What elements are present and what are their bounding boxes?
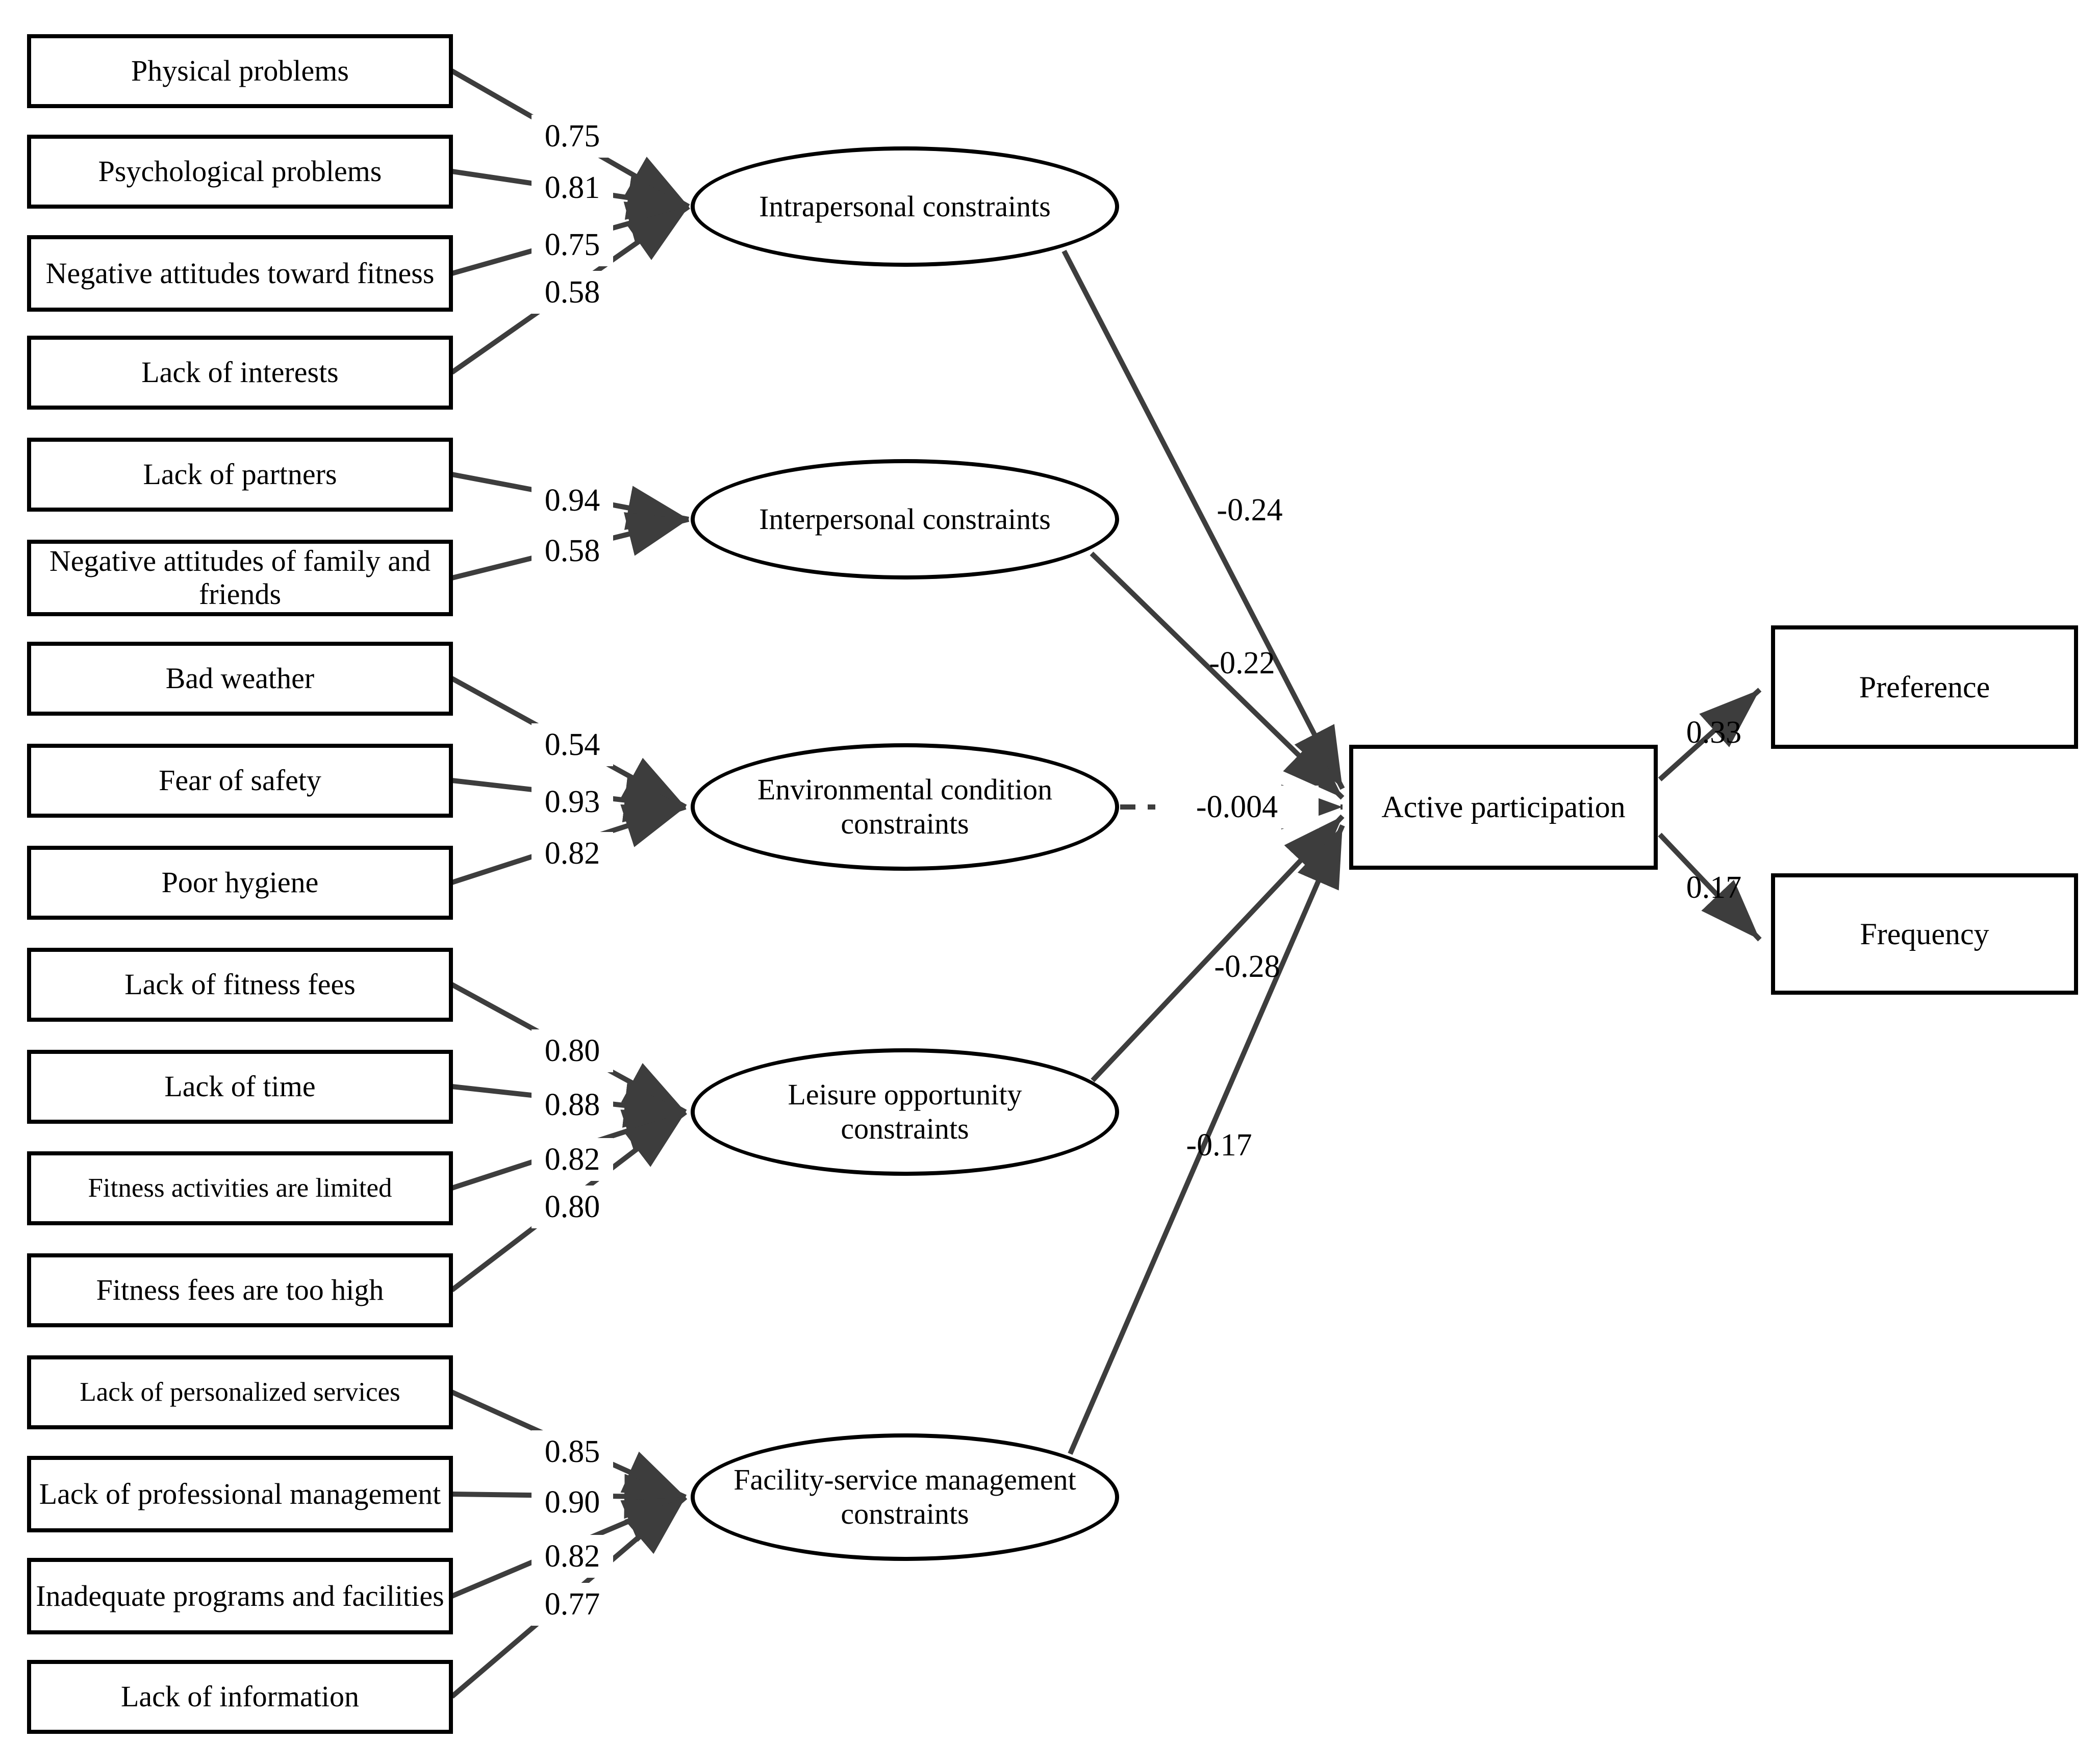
latent-label: Intrapersonal constraints xyxy=(759,189,1051,223)
loading-label-bad-weather: 0.54 xyxy=(532,723,613,766)
indicator-label: Negative attitudes toward fitness xyxy=(45,256,435,290)
path-coefficient-label-interpersonal: -0.22 xyxy=(1209,645,1275,680)
latent-label: Interpersonal constraints xyxy=(759,502,1051,536)
loading-label-fitness-activities-limited: 0.82 xyxy=(532,1138,613,1181)
arrow-participation-to-frequency xyxy=(1658,832,1762,942)
latent-label: Environmental condition constraints xyxy=(757,773,1053,840)
indicator-box-lack-of-information: Lack of information xyxy=(27,1660,453,1734)
indicator-box-bad-weather: Bad weather xyxy=(27,642,453,716)
loading-label-inadequate-programs: 0.82 xyxy=(532,1535,613,1578)
arrow-facility-to-participation xyxy=(1068,824,1345,1455)
indicator-label: Physical problems xyxy=(131,54,349,88)
indicator-box-lack-personalized-services: Lack of personalized services xyxy=(27,1355,453,1429)
indicator-box-negative-attitudes-fitness: Negative attitudes toward fitness xyxy=(27,235,453,312)
indicator-box-lack-of-interests: Lack of interests xyxy=(27,336,453,410)
indicator-box-negative-attitudes-family: Negative attitudes of family and friends xyxy=(27,540,453,616)
loading-label-lack-of-time: 0.88 xyxy=(532,1083,613,1126)
effect-coefficient-label-frequency: 0.17 xyxy=(1686,870,1742,905)
indicator-box-inadequate-programs: Inadequate programs and facilities xyxy=(27,1558,453,1634)
loading-label-fitness-fees-too-high: 0.80 xyxy=(532,1185,613,1228)
loading-label-lack-professional-management: 0.90 xyxy=(532,1481,613,1524)
indicator-label: Lack of professional management xyxy=(39,1477,441,1510)
latent-ellipse-leisure: Leisure opportunity constraints xyxy=(691,1048,1119,1176)
indicator-box-fear-of-safety: Fear of safety xyxy=(27,744,453,818)
outcome-label: Preference xyxy=(1859,670,1990,704)
indicator-label: Lack of partners xyxy=(143,458,337,491)
indicator-label: Psychological problems xyxy=(98,155,382,188)
loading-label-lack-personalized-services: 0.85 xyxy=(532,1430,613,1473)
indicator-label: Lack of information xyxy=(120,1680,360,1713)
outcome-box-active-participation: Active participation xyxy=(1349,745,1658,870)
latent-ellipse-interpersonal: Interpersonal constraints xyxy=(691,459,1119,579)
latent-label: Leisure opportunity constraints xyxy=(788,1078,1022,1145)
latent-ellipse-environmental: Environmental condition constraints xyxy=(691,743,1119,871)
indicator-label: Lack of personalized services xyxy=(80,1377,400,1407)
indicator-box-physical-problems: Physical problems xyxy=(27,34,453,108)
arrow-intrapersonal-to-participation xyxy=(1061,249,1345,790)
indicator-label: Negative attitudes of family and friends xyxy=(49,544,431,611)
outcome-box-preference: Preference xyxy=(1771,625,2078,749)
latent-ellipse-intrapersonal: Intrapersonal constraints xyxy=(691,146,1119,267)
indicator-box-lack-of-time: Lack of time xyxy=(27,1050,453,1124)
arrow-interpersonal-to-participation xyxy=(1090,551,1345,800)
arrow-participation-to-preference xyxy=(1658,688,1762,781)
indicator-box-fitness-fees-too-high: Fitness fees are too high xyxy=(27,1253,453,1327)
loading-label-lack-of-interests: 0.58 xyxy=(532,271,613,314)
loading-label-psychological-problems: 0.81 xyxy=(532,166,613,209)
path-coefficient-label-intrapersonal: -0.24 xyxy=(1217,492,1283,527)
latent-ellipse-facility-service: Facility-service management constraints xyxy=(691,1433,1119,1561)
outcome-box-frequency: Frequency xyxy=(1771,873,2078,995)
indicator-label: Lack of fitness fees xyxy=(124,968,356,1001)
outcome-label: Active participation xyxy=(1381,790,1626,824)
loading-label-poor-hygiene: 0.82 xyxy=(532,832,613,875)
indicator-label: Fear of safety xyxy=(159,764,321,797)
indicator-label: Poor hygiene xyxy=(161,866,319,899)
outcome-label: Frequency xyxy=(1860,917,1989,951)
effect-coefficient-label-preference: 0.33 xyxy=(1686,715,1742,750)
loading-label-negative-attitudes-family: 0.58 xyxy=(532,529,613,572)
indicator-box-fitness-activities-limited: Fitness activities are limited xyxy=(27,1151,453,1225)
path-coefficient-label-facility-service: -0.17 xyxy=(1186,1127,1252,1163)
indicator-label: Bad weather xyxy=(165,662,315,695)
indicator-box-lack-professional-management: Lack of professional management xyxy=(27,1456,453,1532)
indicator-label: Fitness fees are too high xyxy=(96,1273,384,1307)
indicator-box-psychological-problems: Psychological problems xyxy=(27,135,453,209)
latent-label: Facility-service management constraints xyxy=(733,1463,1076,1530)
indicator-box-lack-of-fitness-fees: Lack of fitness fees xyxy=(27,948,453,1022)
indicator-label: Fitness activities are limited xyxy=(88,1173,392,1203)
indicator-label: Lack of interests xyxy=(141,356,339,389)
loading-label-lack-of-partners: 0.94 xyxy=(532,479,613,522)
loading-label-lack-of-fitness-fees: 0.80 xyxy=(532,1029,613,1072)
path-coefficient-label-leisure: -0.28 xyxy=(1214,949,1280,984)
loading-label-physical-problems: 0.75 xyxy=(532,115,613,158)
path-coefficient-label-environmental: -0.004 xyxy=(1155,786,1319,828)
loading-label-negative-attitudes-fitness: 0.75 xyxy=(532,223,613,266)
loading-label-lack-of-information: 0.77 xyxy=(532,1583,613,1626)
indicator-label: Inadequate programs and facilities xyxy=(36,1579,444,1612)
indicator-box-poor-hygiene: Poor hygiene xyxy=(27,846,453,920)
indicator-box-lack-of-partners: Lack of partners xyxy=(27,438,453,512)
indicator-label: Lack of time xyxy=(164,1070,316,1103)
loading-label-fear-of-safety: 0.93 xyxy=(532,780,613,823)
